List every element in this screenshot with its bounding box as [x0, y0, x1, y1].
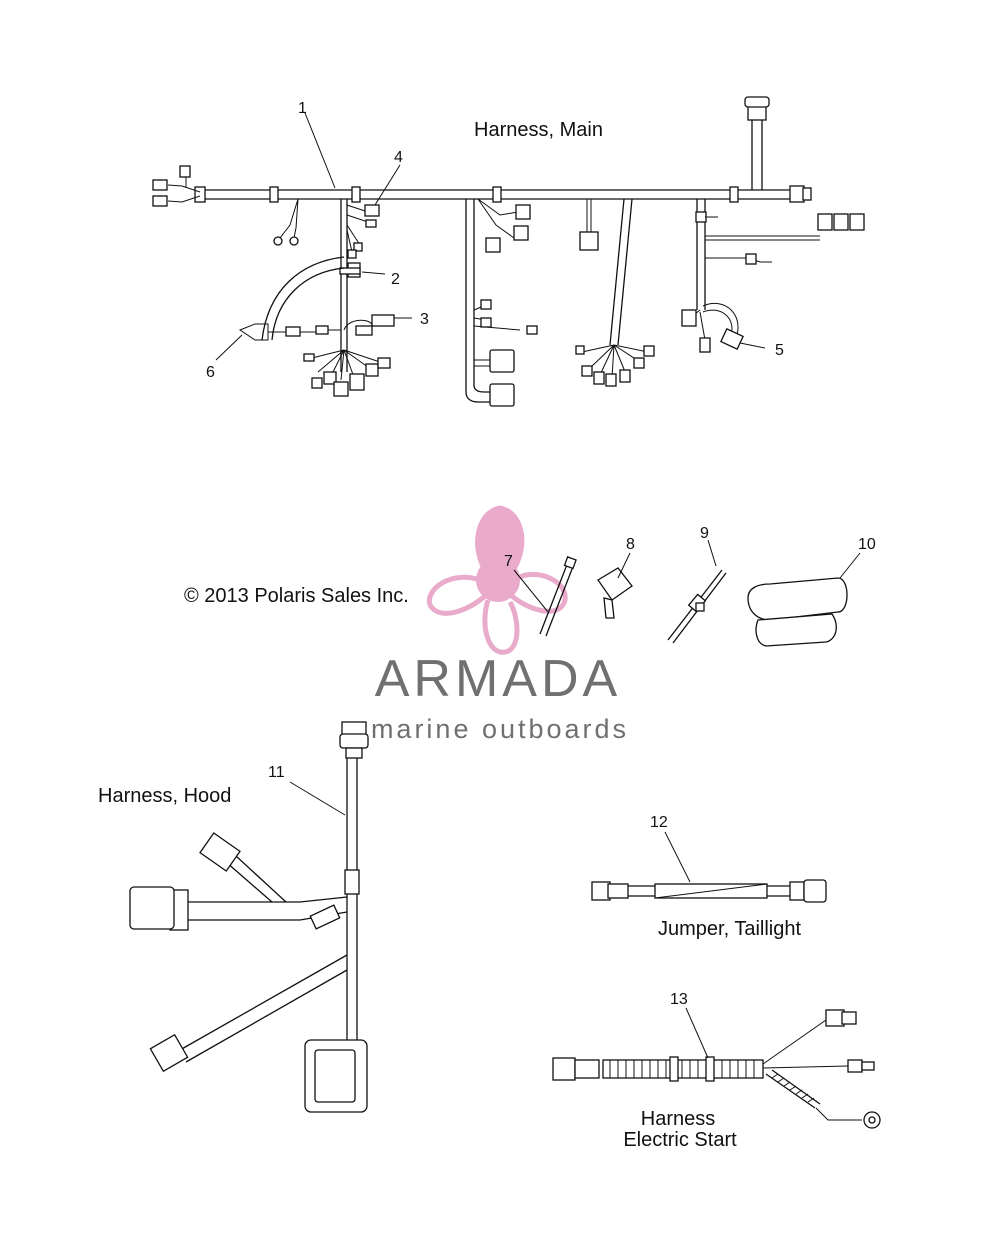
callout-6: 6: [206, 364, 215, 381]
small-parts: [513, 539, 861, 647]
harness-hood-label: Harness, Hood: [98, 785, 231, 807]
jumper-taillight-label: Jumper, Taillight: [658, 918, 801, 940]
callout-11: 11: [268, 764, 285, 781]
callout-9: 9: [700, 525, 709, 542]
armada-brand-text: ARMADA: [375, 650, 621, 708]
copyright-text: © 2013 Polaris Sales Inc.: [184, 585, 409, 607]
callout-12: 12: [650, 814, 668, 831]
callout-13: 13: [670, 991, 688, 1008]
callout-1: 1: [298, 100, 307, 117]
harness-hood: [129, 721, 369, 1113]
jumper-taillight: [591, 831, 827, 903]
harness-main-label: Harness, Main: [474, 119, 603, 141]
armada-logo: [426, 505, 568, 655]
callout-3: 3: [420, 311, 429, 328]
harness-main: [152, 96, 865, 407]
callout-10: 10: [858, 536, 876, 553]
callout-8: 8: [626, 536, 635, 553]
callout-4: 4: [394, 149, 403, 166]
callout-2: 2: [391, 271, 400, 288]
harness-electric-start-label-line1: Harness: [641, 1108, 715, 1130]
callout-5: 5: [775, 342, 784, 359]
harness-electric-start: [552, 1007, 881, 1129]
harness-electric-start-label-line2: Electric Start: [623, 1129, 737, 1151]
callout-7: 7: [504, 553, 513, 570]
armada-tagline: marine outboards: [371, 714, 629, 744]
